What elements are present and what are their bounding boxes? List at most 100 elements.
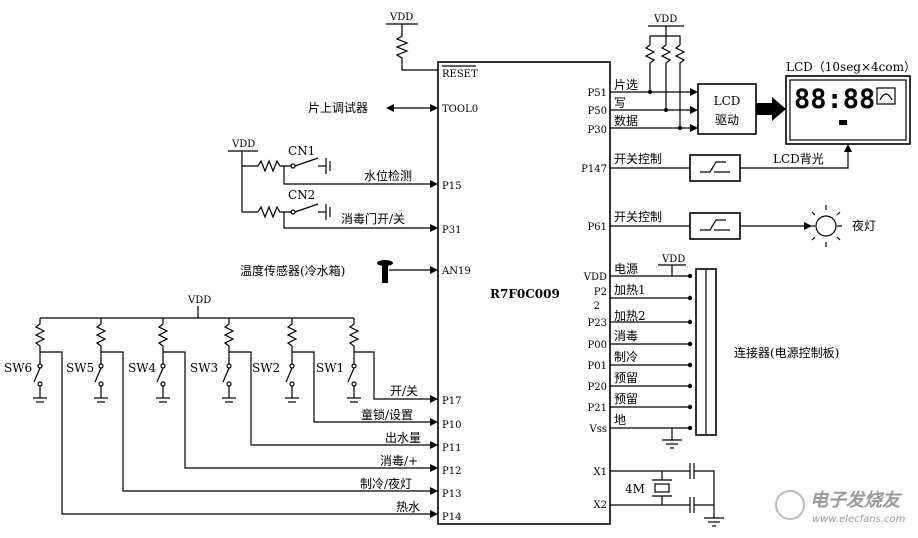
- pullup-p50: [660, 44, 672, 110]
- tool0-arrow-right: [430, 104, 438, 112]
- switch-ctrl-2-label: 开关控制: [614, 210, 662, 224]
- vdd-conn-label: VDD: [661, 254, 685, 265]
- connector-pins: [610, 273, 693, 431]
- pin-p23: P23: [588, 318, 607, 329]
- pin-vss: Vss: [589, 424, 608, 435]
- water-level-label: 水位检测: [364, 168, 412, 183]
- pin-p14: P14: [442, 512, 461, 523]
- on-off-label: 开/关: [390, 384, 418, 398]
- sw6-blade: [33, 367, 41, 383]
- lcd-driver-line1: LCD: [714, 94, 741, 108]
- cn2-label: CN2: [288, 188, 315, 202]
- sw1-blade: [347, 367, 355, 383]
- sw6-signal-wire: [40, 351, 436, 515]
- p30-arrow: [690, 124, 698, 132]
- watermark-logo: [775, 490, 805, 520]
- cn1-resistor: [242, 159, 292, 173]
- backlight-label: LCD背光: [773, 152, 824, 166]
- data-label: 数据: [614, 113, 638, 128]
- pin-p21: P21: [588, 403, 607, 414]
- an19-arrow: [430, 266, 438, 274]
- cap-gnd-wire: [694, 470, 715, 518]
- keypad-switches: [33, 318, 438, 518]
- water-out-label: 出水量: [385, 431, 421, 445]
- tool0-arrow-left: [386, 104, 394, 112]
- sw1-signal-arrow: [430, 395, 438, 403]
- pin-p51: P51: [588, 88, 607, 99]
- sw5-contact-bottom: [98, 381, 104, 387]
- conn-p00-pin: [687, 341, 693, 347]
- conn-p20-pin: [687, 383, 693, 389]
- sw4-blade: [156, 367, 164, 383]
- pin-p17: P17: [442, 396, 461, 407]
- p31-arrow: [430, 224, 438, 232]
- cn2-resistor: [257, 205, 292, 219]
- sw3-contact-bottom: [226, 381, 232, 387]
- pullup-p30: [674, 44, 686, 128]
- backlight-wire: [740, 150, 849, 169]
- pin-x1: X1: [594, 467, 607, 478]
- temp-sensor-body: [382, 265, 388, 283]
- vdd-reset-label: VDD: [389, 12, 413, 23]
- switch-ctrl-1-label: 开关控制: [614, 152, 662, 166]
- sw4-signal-wire: [163, 351, 436, 469]
- sw3-contact-top: [226, 363, 232, 369]
- sterilize-label: 消毒: [614, 329, 638, 343]
- sw2-label: SW2: [252, 361, 280, 375]
- reserved1-label: 预留: [614, 371, 638, 385]
- sw2-contact-bottom: [289, 381, 295, 387]
- cool-night-label: 制冷/夜灯: [360, 476, 412, 491]
- conn-p23-pin: [687, 319, 693, 325]
- lcd-digits: 88:88: [794, 84, 875, 115]
- hot-water-label: 热水: [396, 500, 420, 514]
- pin-p15: P15: [442, 181, 461, 192]
- pin-p00: P00: [588, 340, 607, 351]
- pin-p31: P31: [442, 225, 461, 236]
- heat2-label: 加热2: [614, 309, 646, 323]
- sw2-signal-wire: [292, 351, 436, 423]
- lcd-icon-frame: [876, 87, 896, 105]
- reset-resistor: [395, 24, 438, 71]
- cn1-blade: [294, 157, 319, 167]
- xtal-body: [654, 483, 670, 493]
- conn-vdd-pin: [687, 273, 693, 279]
- sw1-contact-bottom: [351, 381, 357, 387]
- conn-p21-pin: [687, 404, 693, 410]
- sw5-signal-wire: [101, 351, 436, 492]
- pin-p10: P10: [442, 420, 461, 431]
- night-light-label: 夜灯: [852, 218, 876, 233]
- pin-p11: P11: [442, 443, 461, 454]
- lcd-bus-arrow: [756, 97, 786, 121]
- sw5-resistor: [95, 318, 107, 364]
- p51-arrow: [690, 88, 698, 96]
- lcd-title: LCD（10seg×4com）: [786, 60, 916, 74]
- conn-p01-pin: [687, 362, 693, 368]
- heat1-label: 加热1: [614, 283, 646, 297]
- mcu-body: [437, 61, 611, 525]
- sw5-label: SW5: [66, 361, 94, 375]
- debugger-label: 片上调试器: [308, 100, 368, 115]
- temp-sensor-cap: [377, 260, 393, 266]
- conn-p22-pin: [687, 295, 693, 301]
- lcd-dot-icon: [839, 120, 847, 125]
- pullup-p51: [644, 44, 656, 92]
- nightlight-ssr: [689, 212, 741, 240]
- connector-label: 连接器(电源控制板): [734, 345, 839, 360]
- lamp-rays: [810, 205, 842, 247]
- cn-vdd-rail: [241, 151, 258, 213]
- pin-p12: P12: [442, 466, 461, 477]
- lcd-inner: [789, 79, 907, 141]
- power-label: 电源: [614, 262, 638, 276]
- sw6-label: SW6: [4, 361, 32, 375]
- pin-vdd-right: VDD: [583, 272, 607, 283]
- lcd-cup-icon: [879, 93, 893, 101]
- lamp-icon: [815, 215, 837, 237]
- sw6-signal-arrow: [430, 510, 438, 518]
- sw2-contact-top: [289, 363, 295, 369]
- pin-p30: P30: [588, 125, 607, 136]
- sw1-signal-wire: [354, 351, 436, 400]
- sw4-signal-arrow: [430, 464, 438, 472]
- conn-vss-pin: [687, 425, 693, 431]
